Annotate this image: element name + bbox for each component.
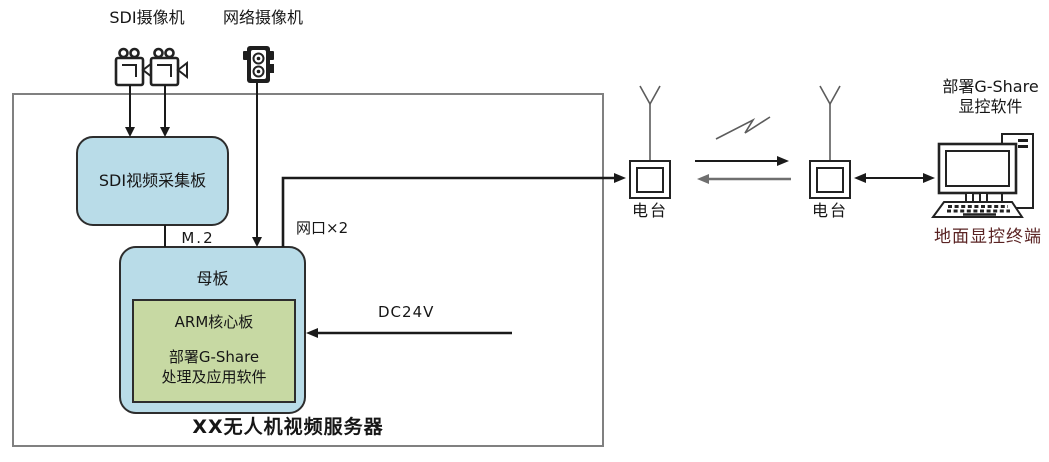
- camera-lens: [176, 60, 188, 80]
- arm-core-board-box: [132, 299, 296, 403]
- radio-uplink-arrow: [697, 174, 791, 184]
- monitor-leg: [965, 192, 974, 203]
- uav-server-title: XX无人机视频服务器: [192, 416, 384, 438]
- uav-server-box-outline: [12, 93, 604, 447]
- ground-terminal-label: 地面显控终端: [934, 227, 1042, 247]
- sdi-camera-icon-2: [149, 47, 188, 87]
- arm-software-label-line1: 部署G-Share: [168, 348, 260, 366]
- radio-label-ground: 电台: [811, 201, 848, 220]
- radio-box-inner: [816, 167, 844, 193]
- camera-lens-dot: [256, 56, 261, 61]
- camera-reel-icon: [129, 47, 140, 59]
- dc24v-arrow: [306, 328, 512, 338]
- m2-label: M.2: [181, 229, 215, 247]
- arm-core-board-label: ARM核心板: [174, 313, 254, 331]
- lightning-icon: [715, 116, 771, 140]
- tower-vent: [1018, 145, 1028, 148]
- radio-downlink-arrow: [695, 156, 789, 166]
- sdi-camera-arrow-1: [125, 85, 135, 137]
- tower-vent: [1018, 139, 1028, 142]
- camera-lens-dot: [256, 69, 261, 74]
- sdi-camera-label: SDI摄像机: [109, 8, 185, 27]
- camera-reel-icon: [153, 47, 164, 59]
- sdi-capture-board-label: SDI视频采集板: [98, 171, 207, 190]
- sdi-camera-arrow-2: [160, 85, 170, 137]
- radio-icon-ground: [809, 85, 851, 199]
- radio-icon-airborne: [629, 85, 671, 199]
- radio-box-inner: [636, 167, 664, 193]
- network-camera-arrow: [252, 83, 262, 247]
- camera-mark: [157, 64, 172, 77]
- camera-reel-icon: [164, 47, 175, 59]
- computer-icon: [931, 133, 1034, 218]
- network-camera-label: 网络摄像机: [222, 8, 303, 27]
- motherboard-label: 母板: [196, 269, 229, 288]
- camera-body: [114, 56, 145, 87]
- camera-mark: [122, 64, 137, 77]
- radio-terminal-arrow: [854, 173, 935, 183]
- camera-body: [149, 56, 180, 87]
- arm-software-label-line2: 处理及应用软件: [161, 368, 267, 386]
- network-camera-icon: [243, 46, 274, 83]
- eth-ports-label: 网口×2: [296, 219, 349, 237]
- monitor-screen: [945, 150, 1010, 187]
- terminal-software-label-line2: 显控软件: [958, 97, 1023, 116]
- terminal-software-label-line1: 部署G-Share: [942, 77, 1039, 96]
- camera-reel-icon: [118, 47, 129, 59]
- monitor-leg: [979, 192, 988, 203]
- sdi-capture-board-box: [76, 136, 229, 226]
- dc24v-label: DC24V: [378, 303, 435, 321]
- radio-label-airborne: 电台: [631, 201, 668, 220]
- camera-side-tab: [270, 64, 274, 73]
- sdi-camera-icon: [114, 47, 153, 87]
- antenna-icon: [819, 85, 841, 106]
- antenna-icon: [639, 85, 661, 106]
- eth-to-radio-arrow: [281, 173, 626, 247]
